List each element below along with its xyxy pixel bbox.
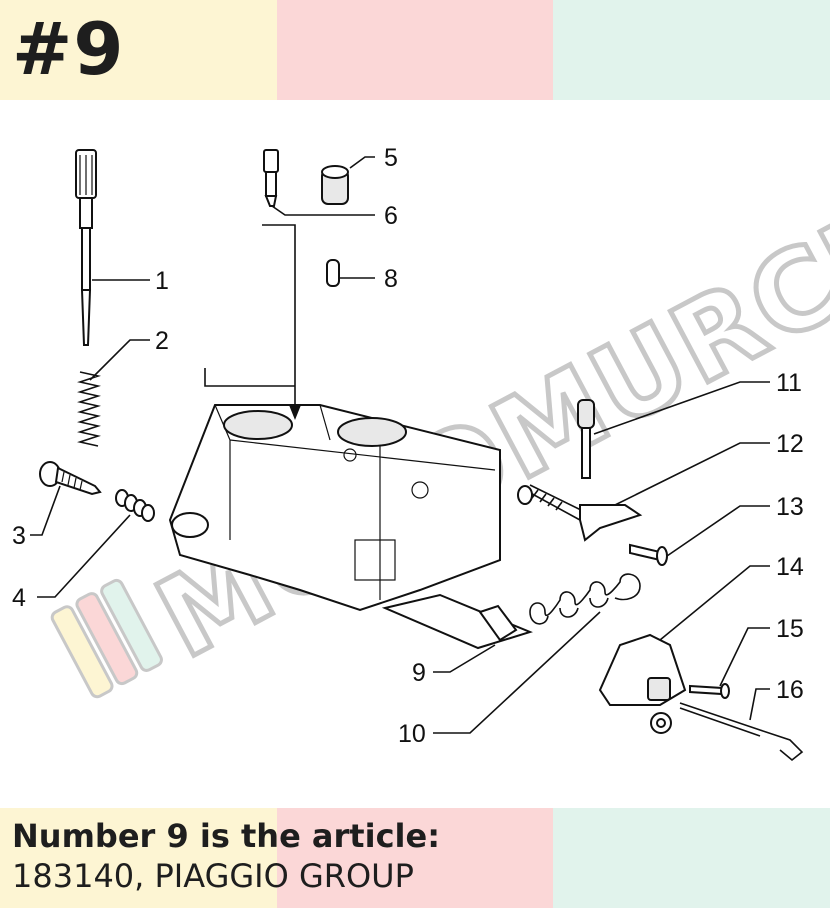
carburettor-body xyxy=(168,404,501,612)
header-mint-block xyxy=(553,0,830,100)
exploded-parts-diagram: MOTOMURCIA xyxy=(12,144,830,762)
header-yellow-block xyxy=(0,0,277,100)
part-9-cover-plate xyxy=(381,593,533,650)
watermark-stripes xyxy=(50,578,163,699)
callout-numbers: 1 2 3 4 5 6 8 9 10 11 12 13 14 15 16 xyxy=(12,144,804,748)
callout-6: 6 xyxy=(384,202,398,230)
callout-16: 16 xyxy=(776,676,804,704)
article-caption: Number 9 is the article: 183140, PIAGGIO… xyxy=(12,816,440,896)
part-5-cap xyxy=(321,165,349,205)
callout-1: 1 xyxy=(155,267,169,295)
part-8-pin xyxy=(326,259,340,287)
part-3-screw xyxy=(39,461,102,496)
callout-4: 4 xyxy=(12,584,26,612)
header-color-band xyxy=(0,0,830,100)
assembly-guide-arrow xyxy=(204,224,301,420)
header-pink-block xyxy=(277,0,553,100)
callout-13: 13 xyxy=(776,493,804,521)
footer-color-band xyxy=(0,808,830,908)
callout-12: 12 xyxy=(776,430,804,458)
part-10-spring xyxy=(529,573,641,625)
caption-article-code: 183140, PIAGGIO GROUP xyxy=(12,857,414,895)
callout-15: 15 xyxy=(776,615,804,643)
callout-3: 3 xyxy=(12,522,26,550)
part-14-bracket xyxy=(598,633,687,706)
part-15-bolt xyxy=(689,683,730,699)
footer-pink-block xyxy=(277,808,553,908)
callout-2: 2 xyxy=(155,327,169,355)
part-16-rod xyxy=(650,702,804,762)
part-11-screw xyxy=(577,399,595,479)
footer-mint-block xyxy=(553,808,830,908)
part-1-needle xyxy=(75,149,97,346)
callout-9: 9 xyxy=(412,659,426,687)
part-12-lever xyxy=(517,484,643,542)
leader-lines xyxy=(30,156,770,734)
part-13-screw xyxy=(629,543,668,566)
callout-14: 14 xyxy=(776,553,804,581)
part-6-jet xyxy=(263,149,279,207)
part-number-badge: #9 xyxy=(12,7,125,91)
footer-yellow-block xyxy=(0,808,277,908)
callout-11: 11 xyxy=(776,369,802,397)
callout-8: 8 xyxy=(384,265,398,293)
callout-10: 10 xyxy=(398,720,426,748)
callout-5: 5 xyxy=(384,144,398,172)
part-4-spring xyxy=(115,489,155,522)
part-2-spring xyxy=(77,371,101,447)
caption-title: Number 9 is the article: xyxy=(12,817,440,855)
